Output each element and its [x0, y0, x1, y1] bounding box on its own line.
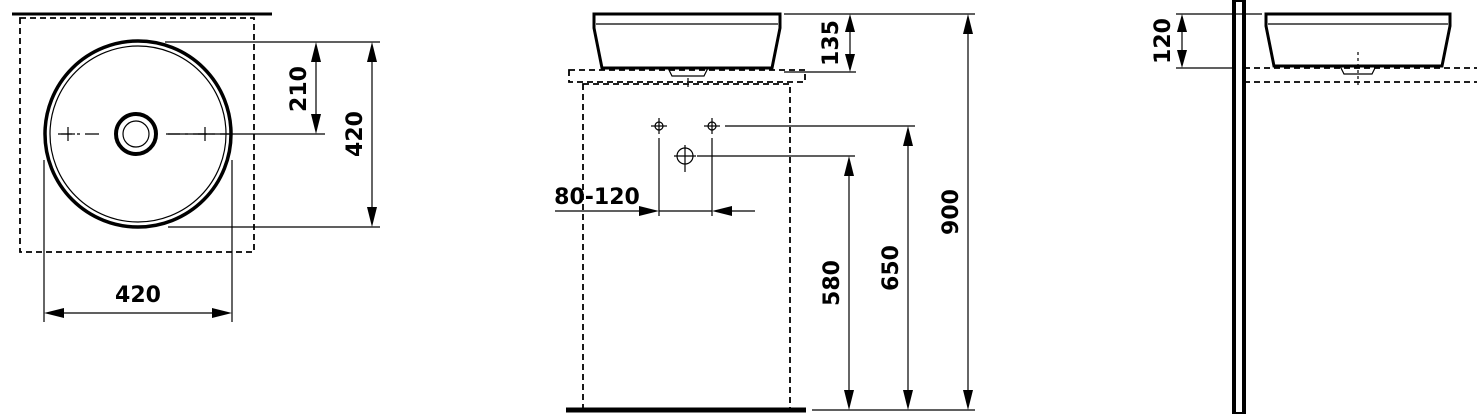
front-total-height-dimension: 900: [939, 14, 973, 410]
drain-hole-inner: [122, 120, 150, 148]
top-depth-label: 420: [343, 111, 368, 157]
front-drain: [667, 67, 709, 77]
top-drain-offset-dimension: 210: [287, 42, 321, 134]
front-basin-height-label: 135: [819, 20, 844, 66]
waste-connection-icon: [674, 145, 696, 172]
front-waste-height-dimension: 580: [820, 156, 854, 410]
front-tap-height-label: 650: [879, 245, 904, 291]
drain-hole-outer: [114, 112, 158, 156]
top-width-label: 420: [115, 283, 161, 308]
side-wall: [1232, 0, 1246, 414]
front-basin-height-dimension: 135: [819, 14, 855, 72]
left-crosshair-icon: [61, 127, 75, 141]
side-view: 120: [1151, 0, 1477, 414]
front-total-height-label: 900: [939, 189, 964, 235]
front-cabinet-outline: [582, 83, 791, 411]
top-depth-dimension: 420: [343, 42, 377, 227]
top-view: 420 420 210: [12, 12, 380, 322]
front-view: 135 900 650 580: [554, 12, 975, 413]
front-countertop: [568, 69, 806, 83]
front-waste-height-label: 580: [820, 260, 845, 306]
top-width-dimension: 420: [44, 283, 232, 318]
front-tap-height-dimension: 650: [879, 126, 913, 410]
side-drain: [1339, 65, 1377, 75]
side-basin-height-label: 120: [1151, 18, 1176, 64]
top-view-counter-outline: [19, 17, 255, 253]
side-basin-height-dimension: 120: [1151, 14, 1187, 68]
front-basin-outline: [592, 12, 782, 70]
front-tap-spacing-label: 80-120: [554, 185, 640, 210]
right-tap-connection-icon: [704, 118, 720, 134]
left-tap-connection-icon: [651, 118, 667, 134]
side-basin-outline: [1264, 12, 1452, 68]
front-tap-spacing-dimension: 80-120: [554, 185, 755, 216]
top-drain-offset-label: 210: [287, 66, 312, 112]
